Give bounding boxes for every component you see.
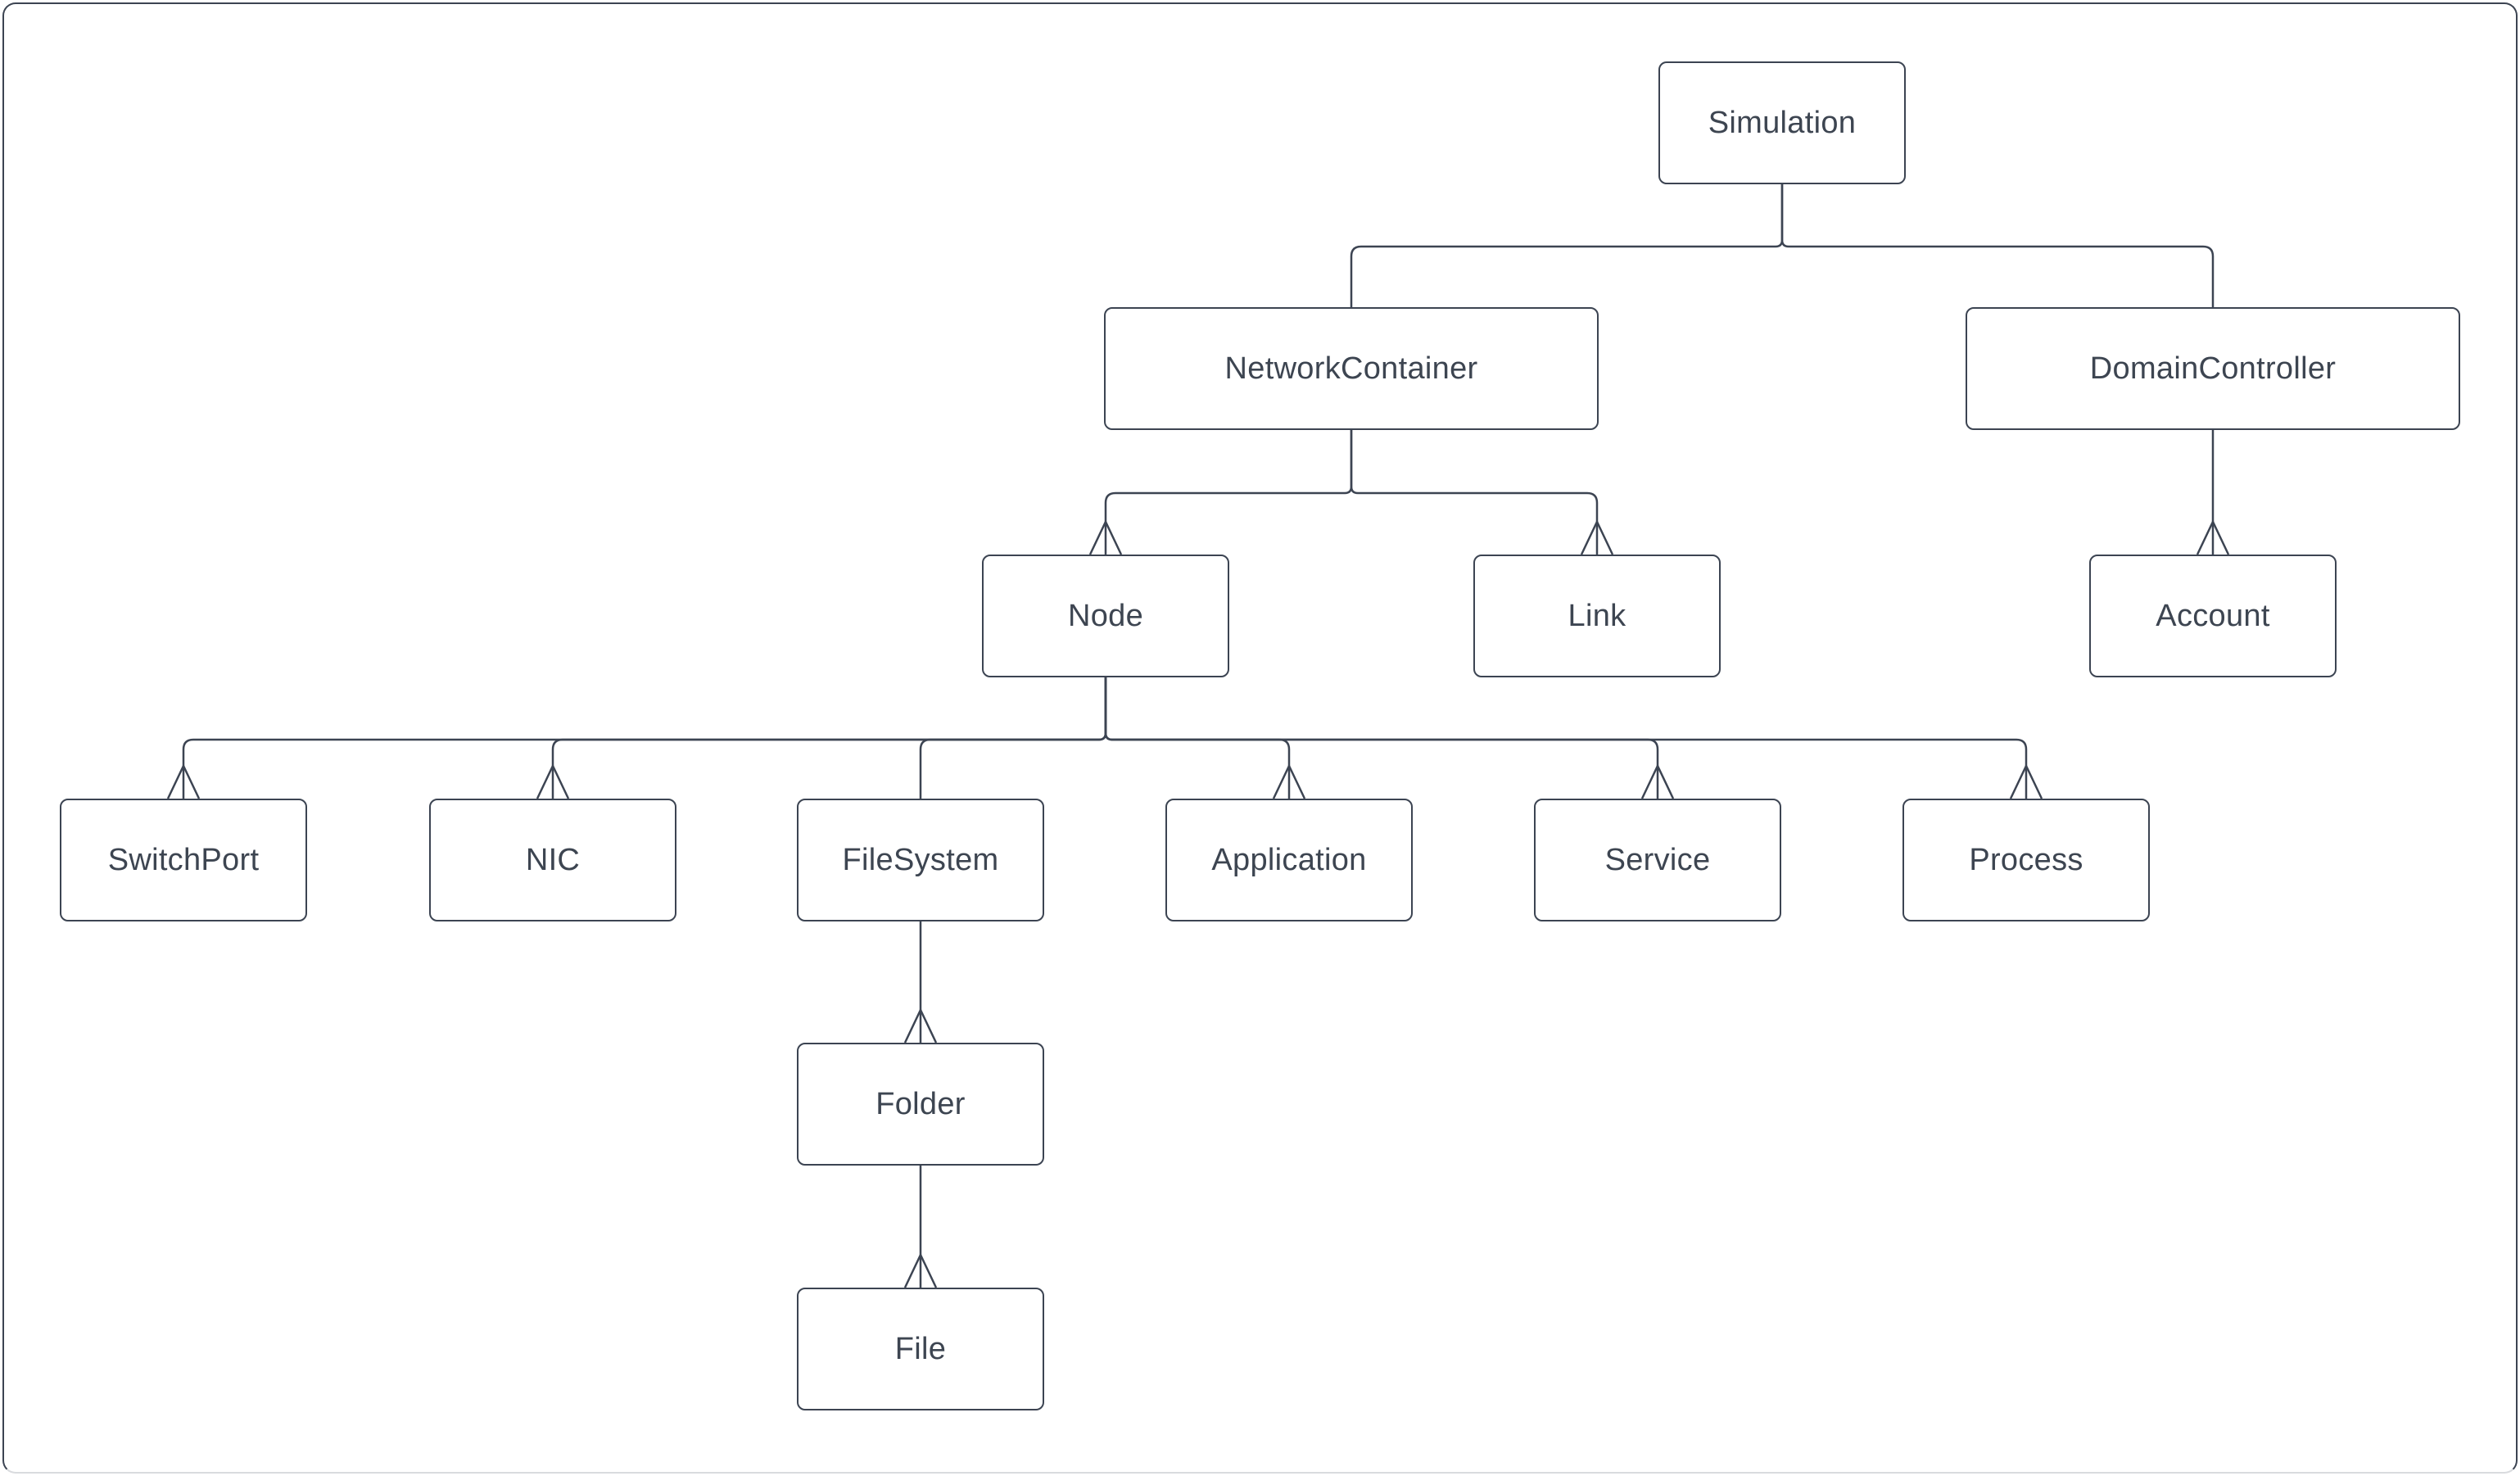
node-label: Application bbox=[1211, 843, 1367, 877]
node-box-account: Account bbox=[2089, 555, 2337, 677]
edge-node-file_system bbox=[919, 677, 1107, 799]
edge-network_container-node bbox=[1104, 430, 1353, 555]
node-label: DomainController bbox=[2089, 351, 2337, 386]
arrowhead-node bbox=[1088, 519, 1123, 555]
node-box-network_container: NetworkContainer bbox=[1104, 307, 1599, 430]
node-box-file: File bbox=[797, 1288, 1044, 1410]
node-box-link: Link bbox=[1473, 555, 1721, 677]
node-box-service: Service bbox=[1534, 799, 1781, 921]
node-box-application: Application bbox=[1165, 799, 1413, 921]
arrowhead-switch_port bbox=[166, 763, 201, 799]
node-box-nic: NIC bbox=[429, 799, 676, 921]
arrowhead-nic bbox=[536, 763, 570, 799]
edge-node-service bbox=[1104, 677, 1659, 799]
node-label: Account bbox=[2156, 599, 2270, 633]
arrowhead-link bbox=[1580, 519, 1614, 555]
arrowhead-application bbox=[1272, 763, 1306, 799]
node-box-switch_port: SwitchPort bbox=[60, 799, 307, 921]
node-box-simulation: Simulation bbox=[1658, 61, 1906, 184]
node-box-domain_controller: DomainController bbox=[1966, 307, 2460, 430]
arrowhead-account bbox=[2196, 519, 2230, 555]
node-label: NIC bbox=[525, 843, 581, 877]
node-label: Node bbox=[1067, 599, 1144, 633]
node-label: Simulation bbox=[1708, 106, 1857, 140]
node-label: Process bbox=[1969, 843, 2083, 877]
edge-node-nic bbox=[551, 677, 1107, 799]
edge-node-switch_port bbox=[182, 677, 1107, 799]
arrowhead-process bbox=[2009, 763, 2043, 799]
node-box-folder: Folder bbox=[797, 1043, 1044, 1166]
edge-network_container-link bbox=[1350, 430, 1599, 555]
arrowhead-file bbox=[903, 1252, 938, 1288]
arrowhead-service bbox=[1640, 763, 1675, 799]
node-label: Service bbox=[1604, 843, 1711, 877]
edge-simulation-domain_controller bbox=[1780, 184, 2215, 307]
edge-node-application bbox=[1104, 677, 1291, 799]
edge-simulation-network_container bbox=[1350, 184, 1784, 307]
node-label: File bbox=[894, 1332, 947, 1366]
node-label: NetworkContainer bbox=[1224, 351, 1478, 386]
node-label: Folder bbox=[875, 1087, 966, 1121]
node-label: SwitchPort bbox=[107, 843, 260, 877]
node-label: Link bbox=[1568, 599, 1626, 633]
edge-node-process bbox=[1104, 677, 2028, 799]
node-box-node: Node bbox=[982, 555, 1229, 677]
node-box-file_system: FileSystem bbox=[797, 799, 1044, 921]
arrowhead-folder bbox=[903, 1007, 938, 1044]
node-box-process: Process bbox=[1902, 799, 2150, 921]
node-label: FileSystem bbox=[842, 843, 999, 877]
